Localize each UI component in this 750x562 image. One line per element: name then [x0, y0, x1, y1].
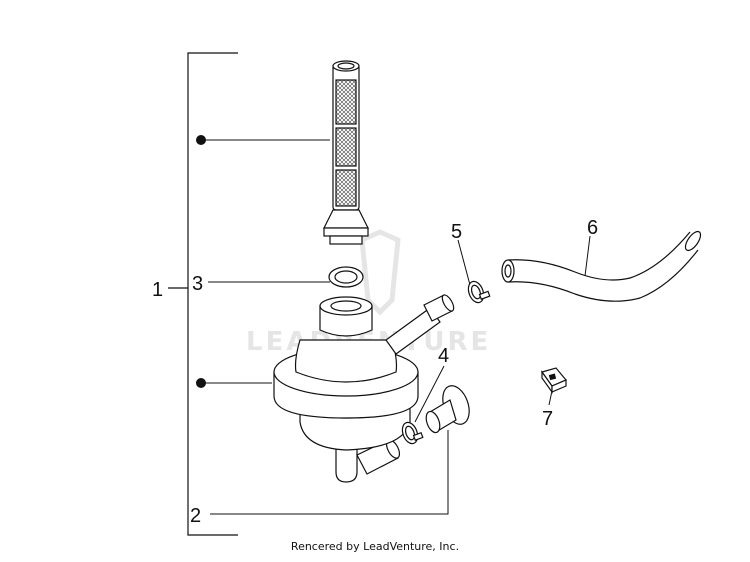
fuel-valve-body-part	[273, 294, 455, 483]
o-ring-part	[328, 266, 364, 288]
callout-3: 3	[192, 273, 203, 295]
hose-clamp-part	[401, 421, 424, 445]
assembly-bracket	[168, 52, 238, 536]
retaining-clip-part	[541, 367, 567, 394]
callout-2: 2	[190, 505, 201, 527]
callout-6: 6	[587, 217, 598, 239]
fuel-hose-part	[501, 230, 702, 302]
watermark: LEADVENTURE	[246, 229, 488, 357]
watermark-logo-icon	[359, 229, 401, 316]
filter-screen-part	[323, 60, 369, 245]
callout-4: 4	[438, 345, 449, 367]
render-credit: Rencered by LeadVenture, Inc.	[290, 540, 460, 553]
callout-7: 7	[542, 408, 553, 430]
cap-part	[425, 385, 470, 434]
callout-5: 5	[451, 221, 462, 243]
bullet-dot-icon	[196, 135, 206, 145]
leader-lines	[201, 139, 591, 515]
hose-clamp-upper-part	[467, 280, 491, 304]
callout-1: 1	[152, 279, 163, 301]
bullet-dot-icon	[196, 378, 206, 388]
